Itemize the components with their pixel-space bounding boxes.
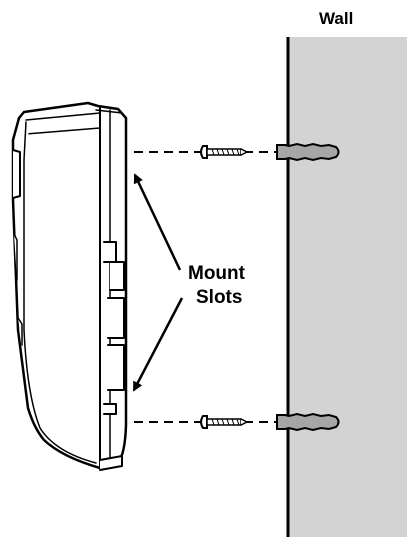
- device-bottom-base: [99, 455, 123, 471]
- device-side-view: [11, 101, 128, 471]
- wall-panel: [288, 37, 407, 537]
- upper-screw: [200, 145, 249, 159]
- device-front-contour: [23, 121, 97, 464]
- alignment-lines: [134, 151, 278, 423]
- lower-mount-slot: [103, 403, 117, 415]
- callout-label-slots: Slots: [196, 287, 242, 308]
- callout-arrow-lower: [132, 297, 184, 392]
- upper-wall-anchor: [276, 142, 340, 162]
- device-back-recess-2: [107, 297, 125, 339]
- device-left-bump-mid: [13, 233, 18, 281]
- wall-label: Wall: [319, 9, 353, 28]
- callout-arrow-upper: [133, 173, 182, 271]
- device-back-recess-1: [109, 261, 125, 291]
- upper-mount-slot: [103, 241, 117, 263]
- lower-screw: [200, 415, 249, 429]
- device-back-recess-3: [107, 344, 125, 391]
- callout-label-mount: Mount: [188, 263, 246, 284]
- device-left-bump-top: [12, 149, 21, 199]
- lower-wall-anchor: [276, 412, 340, 432]
- device-left-bump-low: [17, 317, 23, 346]
- device-top-ridge: [25, 109, 123, 135]
